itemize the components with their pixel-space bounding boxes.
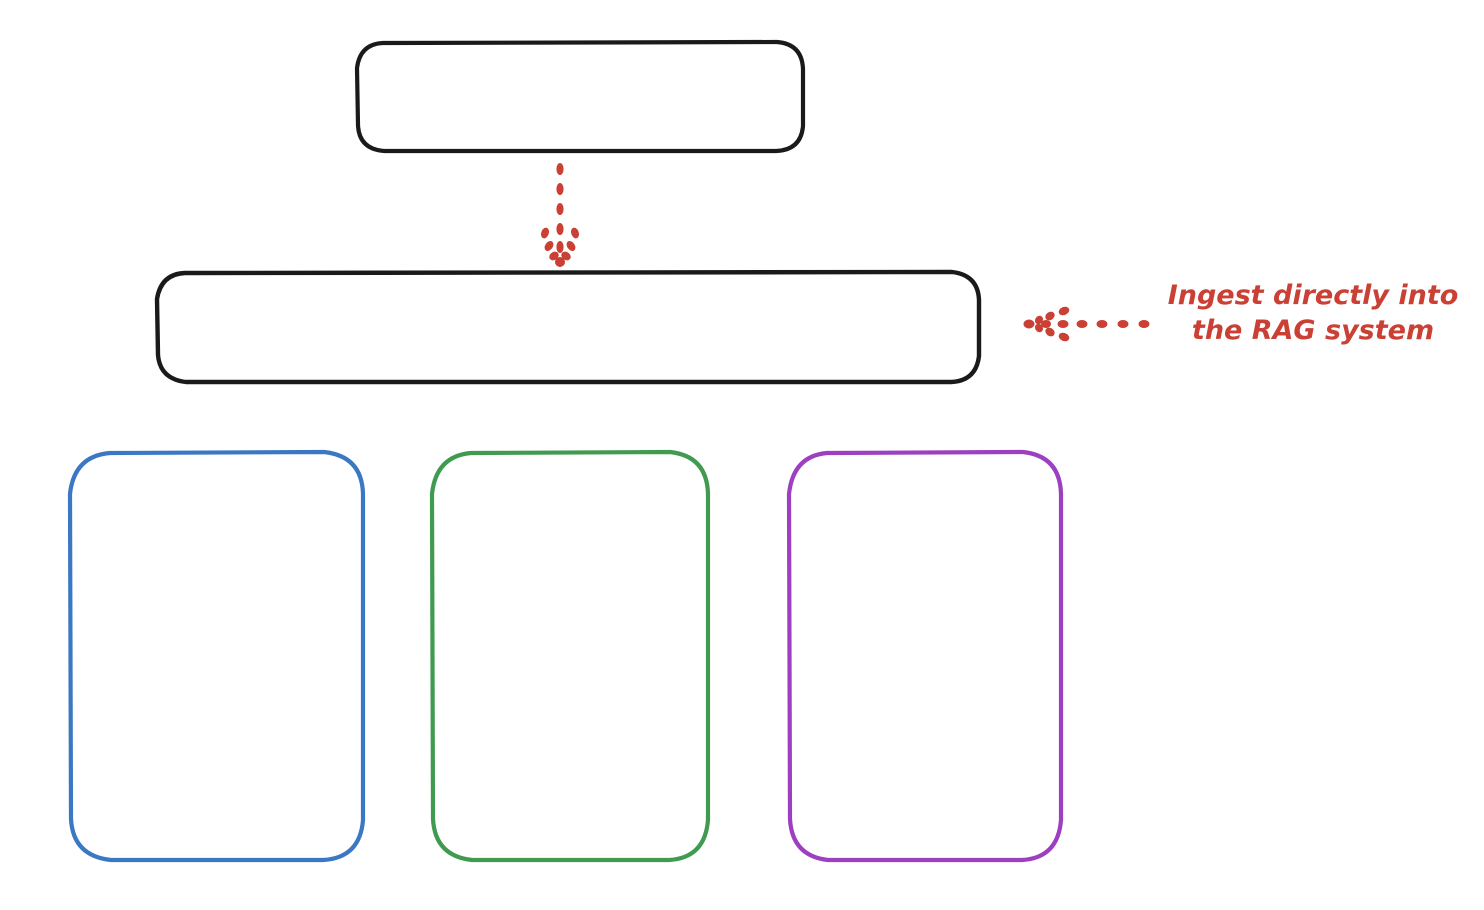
agent-label: AGENT [518, 78, 642, 114]
vector-io-index: VectorIndex [139, 727, 295, 758]
vector-io-title: VectorIO (insert_chunks, delete_chunks, … [118, 555, 316, 689]
key-value-io-title: KeyValueIO (set_key, delete_key, get) [465, 572, 676, 672]
node-relational-io[interactable]: RelationalIO (insert_sql, query_sql) SQL… [786, 449, 1064, 863]
relational-io-index: SQLTable [867, 710, 984, 741]
node-rag-tool[interactable]: RAG Tool [154, 269, 982, 385]
relational-io-title: RelationalIO (insert_sql, query_sql) [846, 572, 1005, 672]
arrow-ingest-to-rag-tool [1023, 306, 1150, 342]
rag-tool-label: RAG Tool [504, 309, 632, 344]
key-value-io-index: KeyValueIndex [475, 710, 666, 741]
node-agent[interactable]: AGENT [354, 39, 806, 154]
annotation-ingest-directly: Ingest directly into the RAG system [1167, 280, 1459, 347]
arrow-agent-to-rag-tool [540, 163, 580, 267]
node-vector-io[interactable]: VectorIO (insert_chunks, delete_chunks, … [67, 449, 366, 863]
node-key-value-io[interactable]: KeyValueIO (set_key, delete_key, get) Ke… [429, 449, 711, 863]
